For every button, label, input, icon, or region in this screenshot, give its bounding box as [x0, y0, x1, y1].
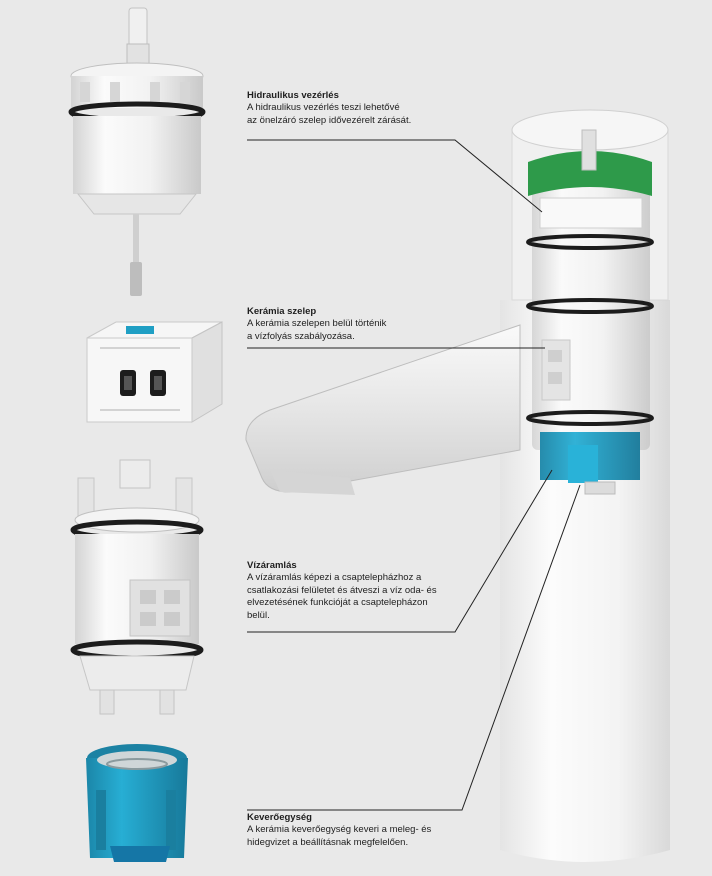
callout-title: Kerámia szelep [247, 306, 317, 317]
callout-line: az önelzáró szelep idővezérelt zárását. [247, 114, 412, 126]
leader-line-kevero [247, 484, 581, 811]
callout-line: A kerámia keverőegység keveri a meleg- é… [247, 824, 432, 835]
callout-line: a vízfolyás szabályozása. [247, 330, 355, 342]
callout-line: A hidraulikus vezérlés teszi lehetővé [247, 102, 400, 113]
callout-line: A kerámia szelepen belül történik [247, 318, 387, 329]
callout-line: hidegvizet a beállításnak megfelelően. [247, 836, 409, 848]
blue-mixer-nut [86, 744, 188, 862]
callout-description: A hidraulikus vezérlés teszi lehetővé az… [247, 102, 411, 127]
faucet-assembly [245, 109, 670, 862]
callout-title: Vízáramlás [247, 560, 297, 571]
faucet-spout [245, 324, 521, 493]
callout-line: elvezetésének funkcióját a csaptelepházo… [247, 597, 428, 608]
leader-lines [247, 139, 581, 811]
callout-keramia-szelep: Kerámia szelep A kerámia szelepen belül … [247, 306, 386, 343]
callout-keveroegyseg: Keverőegység A kerámia keverőegység keve… [247, 812, 431, 849]
callout-line: belül. [247, 609, 270, 621]
callout-description: A kerámia keverőegység keveri a meleg- é… [247, 824, 431, 849]
callout-vizaramlas: Vízáramlás A vízáramlás képezi a csaptel… [247, 560, 437, 622]
faucet-inner-cartridge [526, 129, 654, 495]
callout-line: csatlakozási felületet és átveszi a víz … [247, 584, 437, 596]
callout-hidraulikus-vezerles: Hidraulikus vezérlés A hidraulikus vezér… [247, 90, 411, 127]
flow-cage [70, 459, 204, 715]
ceramic-valve-block [86, 321, 223, 423]
callout-title: Hidraulikus vezérlés [247, 90, 339, 101]
hydraulic-cartridge [68, 7, 206, 296]
leader-line-hidraulikus [247, 139, 543, 213]
green-hydraulic-ring [528, 151, 652, 196]
callout-title: Keverőegység [247, 812, 312, 823]
callout-description: A vízáramlás képezi a csaptelepházhoz a … [247, 572, 437, 622]
callout-description: A kerámia szelepen belül történik a vízf… [247, 318, 386, 343]
callout-line: A vízáramlás képezi a csaptelepházhoz a [247, 572, 422, 583]
leader-line-vizaramlas [247, 469, 553, 633]
